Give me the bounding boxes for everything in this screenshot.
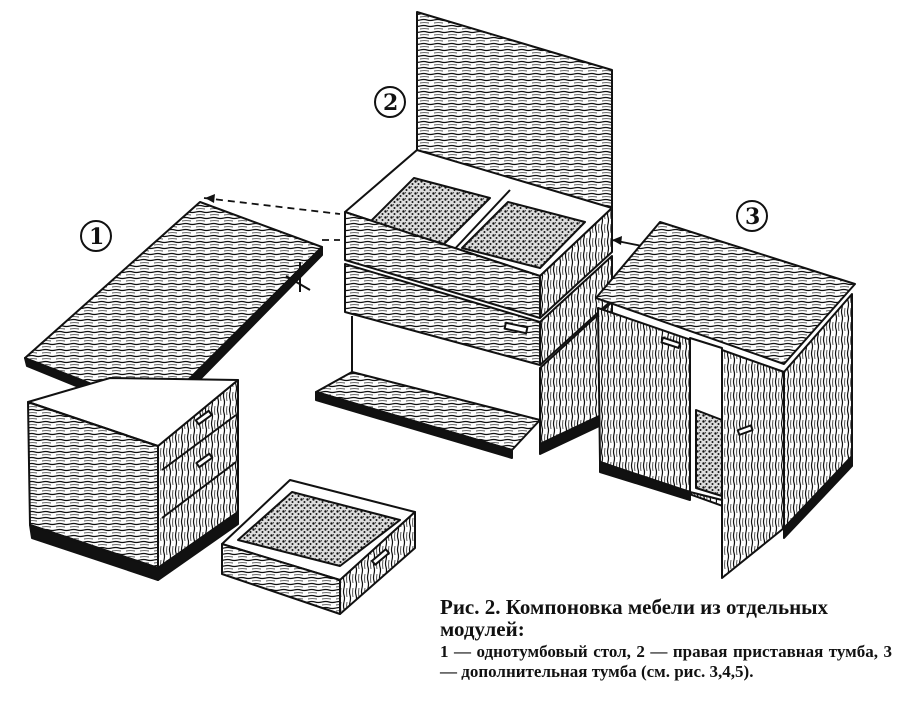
cabinet-module-3: 3 (595, 200, 856, 579)
drawer-handle (503, 321, 529, 335)
figure-caption: Рис. 2. Компоновка мебели из отдельных м… (440, 596, 892, 682)
module-1-marker (80, 220, 112, 252)
drawer-handle (195, 452, 214, 469)
drawer-handle (194, 409, 213, 426)
drawer-handle (370, 548, 390, 566)
module-3-marker (736, 200, 768, 232)
door-handle (660, 336, 682, 349)
side-pedestal-module-2: 2 (315, 11, 613, 459)
caption-title: Рис. 2. Компоновка мебели из отдельных м… (440, 595, 829, 641)
pull-out-board (315, 371, 541, 451)
assembly-arrows (203, 194, 643, 247)
module-2-marker (374, 86, 406, 118)
storage-bin (461, 201, 586, 269)
cabinet-top (595, 221, 856, 365)
door-handle (736, 424, 754, 436)
open-door (721, 349, 785, 579)
caption-body: 1 — однотумбовый стол, 2 — правая приста… (440, 642, 892, 681)
module-2-label: 2 (383, 90, 398, 116)
module-1-label: 1 (89, 224, 104, 250)
pulled-out-drawer (221, 479, 416, 615)
module-3-label: 3 (745, 204, 760, 230)
desk-module-1: 1 (24, 201, 323, 581)
